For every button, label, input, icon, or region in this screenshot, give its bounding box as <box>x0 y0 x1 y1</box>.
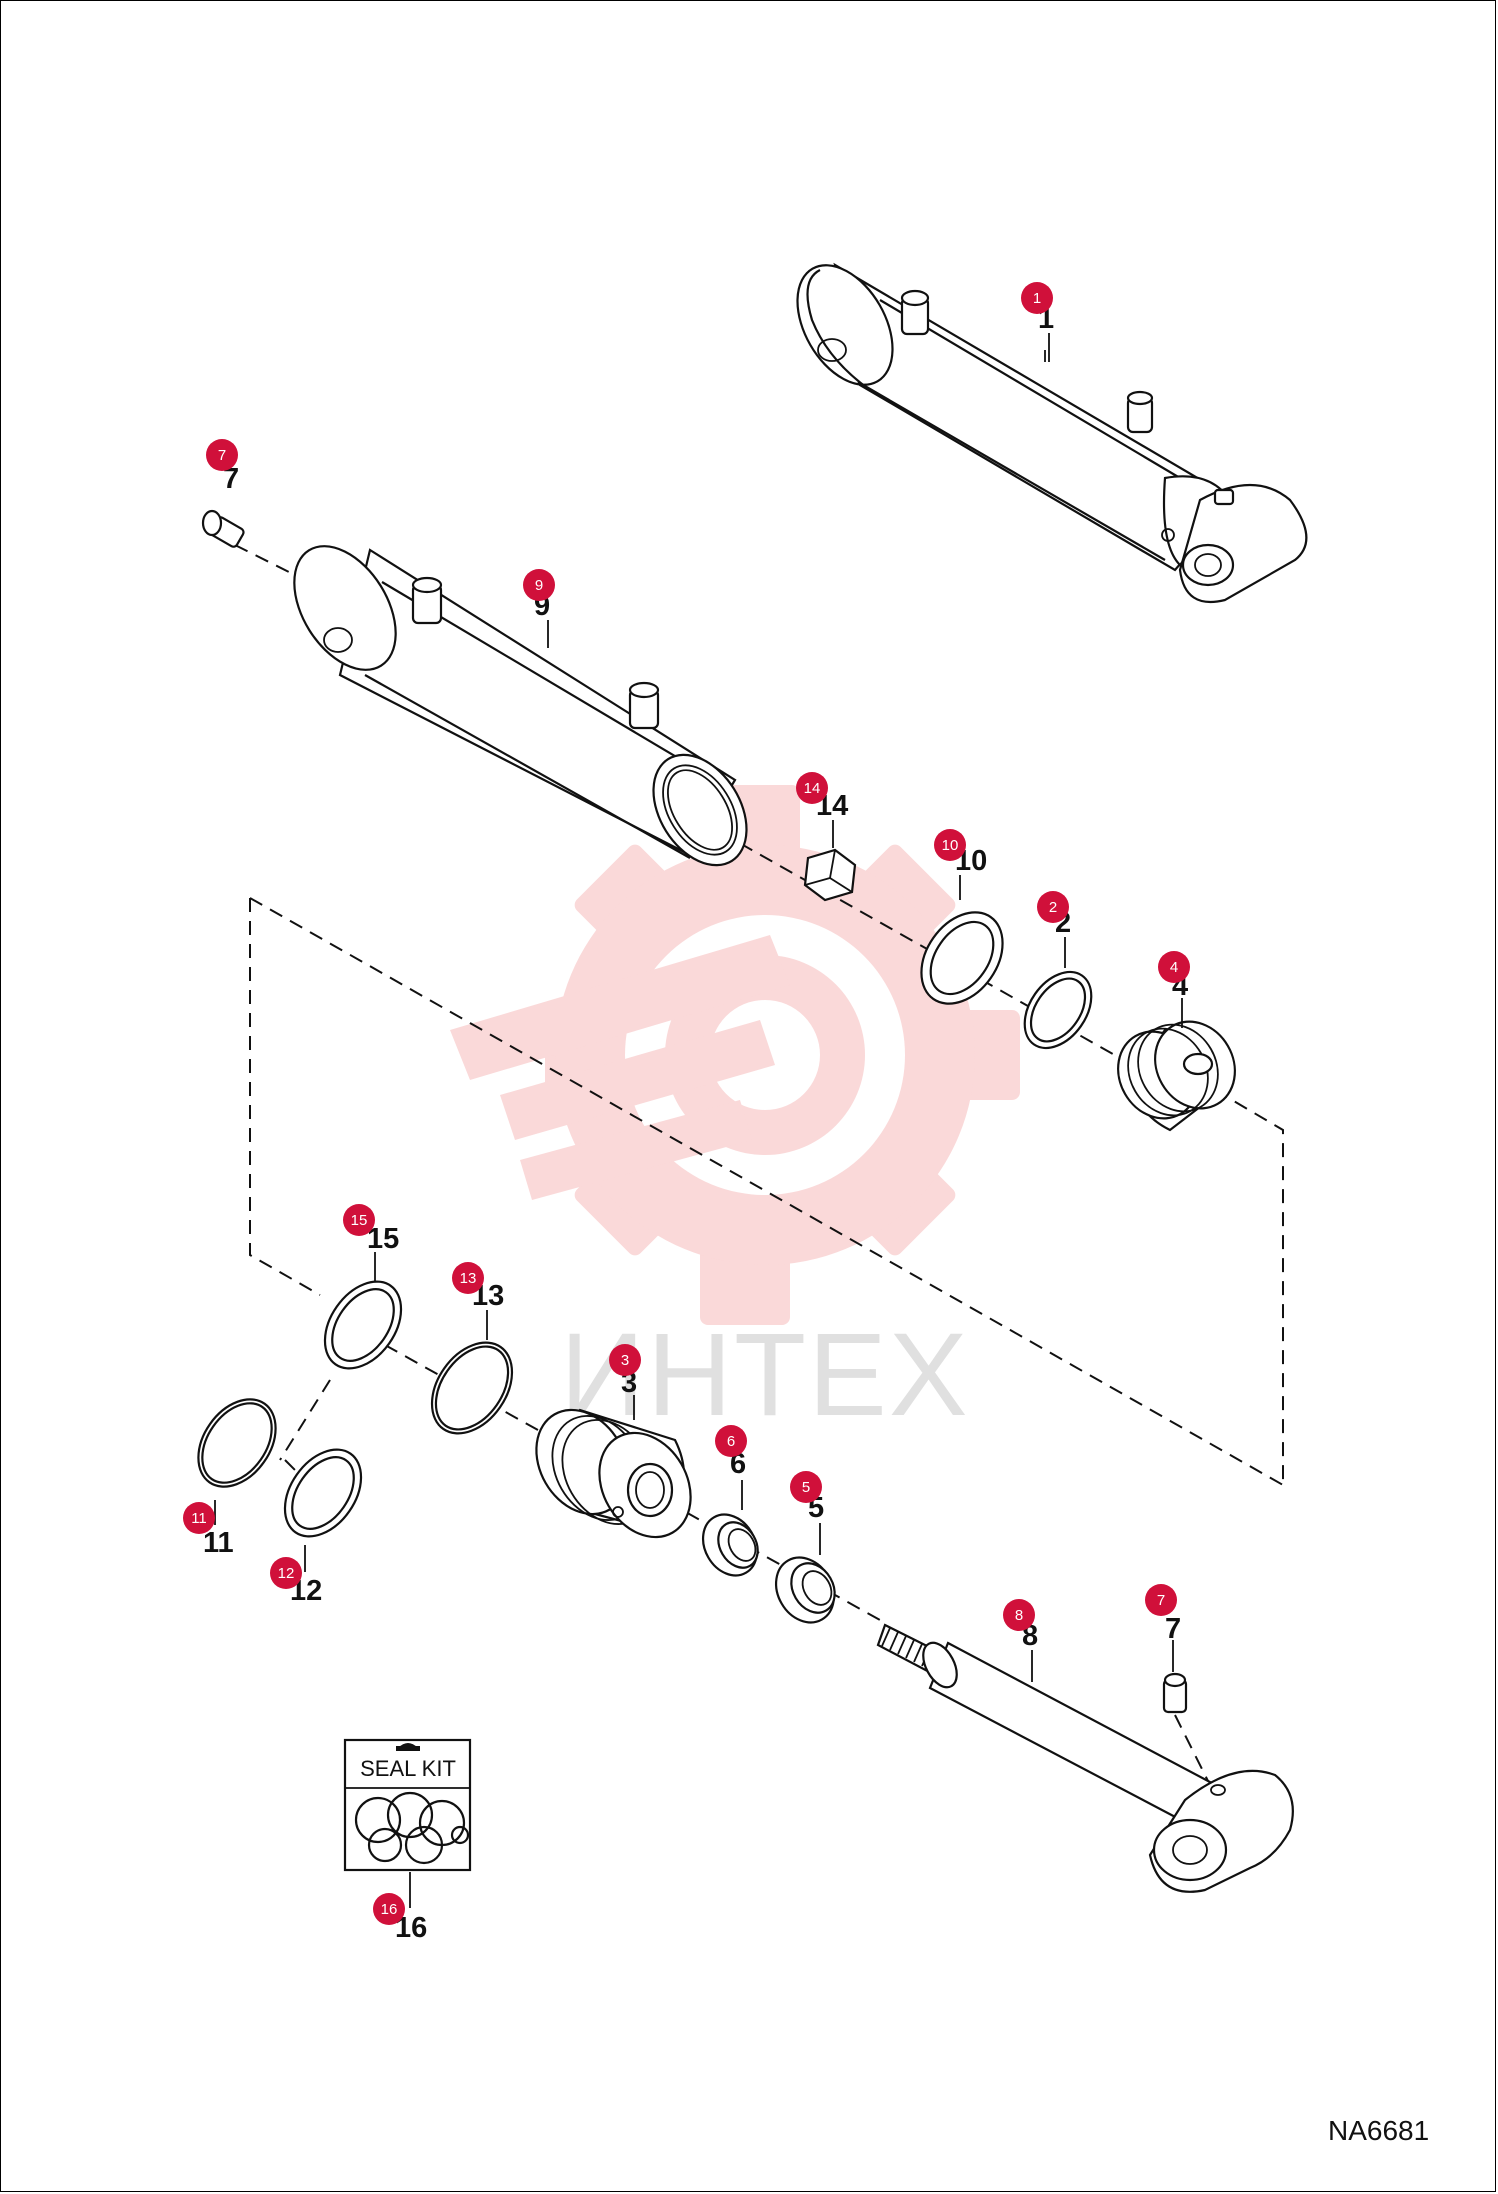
seal-kit-label: SEAL KIT <box>360 1756 456 1781</box>
part-o-ring-2 <box>1023 970 1093 1050</box>
svg-text:13: 13 <box>460 1270 477 1287</box>
callout-6: 6 <box>715 1425 747 1457</box>
callout-7a: 7 <box>206 439 238 471</box>
svg-text:7: 7 <box>218 447 226 464</box>
part-barrel <box>293 545 748 867</box>
svg-text:4: 4 <box>1170 959 1178 976</box>
part-seal-kit: SEAL KIT <box>343 1738 472 1872</box>
callout-2: 2 <box>1037 891 1069 923</box>
part-cylinder-assembly <box>796 262 1308 604</box>
part-rod-guide <box>535 1408 692 1539</box>
part-label-11: 11 <box>203 1527 234 1559</box>
part-label-7b: 7 <box>1165 1613 1181 1645</box>
part-seal-6 <box>701 1513 759 1577</box>
callout-9: 9 <box>523 569 555 601</box>
part-wiper-5 <box>774 1556 836 1624</box>
part-ring-12 <box>283 1448 363 1538</box>
callout-3: 3 <box>609 1344 641 1376</box>
callout-10: 10 <box>934 829 966 861</box>
drawing-code: NA6681 <box>1328 2115 1429 2146</box>
svg-text:10: 10 <box>942 837 959 854</box>
callout-7b: 7 <box>1145 1584 1177 1616</box>
callout-badges: 1 7 9 14 10 2 4 15 13 3 6 5 11 12 8 7 16 <box>183 282 1190 1925</box>
svg-text:2: 2 <box>1049 899 1057 916</box>
svg-text:5: 5 <box>802 1479 810 1496</box>
callout-8: 8 <box>1003 1599 1035 1631</box>
svg-text:14: 14 <box>804 780 821 797</box>
callout-16: 16 <box>373 1893 405 1925</box>
svg-text:9: 9 <box>535 577 543 594</box>
svg-text:7: 7 <box>1157 1592 1165 1609</box>
part-ring-11 <box>197 1398 277 1488</box>
callout-13: 13 <box>452 1262 484 1294</box>
part-piston <box>1117 1020 1236 1132</box>
part-ring-13 <box>430 1341 514 1435</box>
svg-text:8: 8 <box>1015 1607 1023 1624</box>
svg-text:1: 1 <box>1033 290 1041 307</box>
watermark-logo <box>450 785 1020 1325</box>
svg-text:3: 3 <box>621 1352 629 1369</box>
callout-15: 15 <box>343 1204 375 1236</box>
part-wear-ring <box>920 911 1004 1005</box>
part-grease-fitting-upper <box>201 509 245 548</box>
callout-4: 4 <box>1158 951 1190 983</box>
svg-text:12: 12 <box>278 1565 295 1582</box>
part-label-7a: 7 <box>223 463 239 495</box>
part-rod <box>876 1623 1294 1893</box>
svg-text:15: 15 <box>351 1212 368 1229</box>
svg-text:16: 16 <box>381 1901 398 1918</box>
svg-text:11: 11 <box>191 1510 207 1527</box>
svg-text:6: 6 <box>727 1433 735 1450</box>
callout-11: 11 <box>183 1502 215 1534</box>
callout-14: 14 <box>796 772 828 804</box>
part-ring-15 <box>323 1280 403 1370</box>
part-grease-fitting-lower <box>1162 1672 1188 1714</box>
callout-12: 12 <box>270 1557 302 1589</box>
callout-1: 1 <box>1021 282 1053 314</box>
callout-5: 5 <box>790 1471 822 1503</box>
part-nut <box>803 848 857 902</box>
